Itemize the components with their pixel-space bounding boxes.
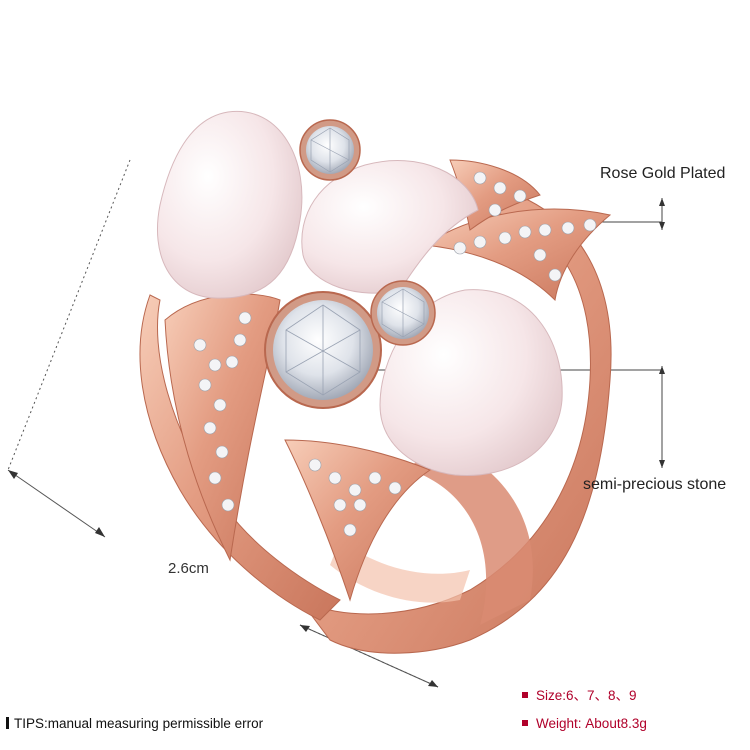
dimension-line xyxy=(7,159,439,688)
bullet-icon xyxy=(522,720,528,726)
pave-petals xyxy=(164,159,612,602)
rose-gold-label: Rose Gold Plated xyxy=(600,165,726,182)
weight-value: About8.3g xyxy=(585,716,647,731)
size-key: Size: xyxy=(536,688,567,703)
ring-band xyxy=(139,179,612,654)
weight-spec: Weight: About8.3g xyxy=(522,716,647,731)
stone-label: semi-precious stone xyxy=(583,476,727,493)
crystals xyxy=(264,119,436,409)
bullet-icon xyxy=(522,692,528,698)
weight-key: Weight: xyxy=(536,716,582,731)
tips-bar xyxy=(6,717,9,729)
size-spec: Size:6、7、8、9 xyxy=(522,684,637,704)
tips-text: TIPS:manual measuring permissible error xyxy=(14,716,264,731)
tips-note: TIPS:manual measuring permissible error xyxy=(6,716,263,731)
dimension-label: 2.6cm xyxy=(168,560,209,577)
size-value: 6、7、8、9 xyxy=(566,688,637,703)
